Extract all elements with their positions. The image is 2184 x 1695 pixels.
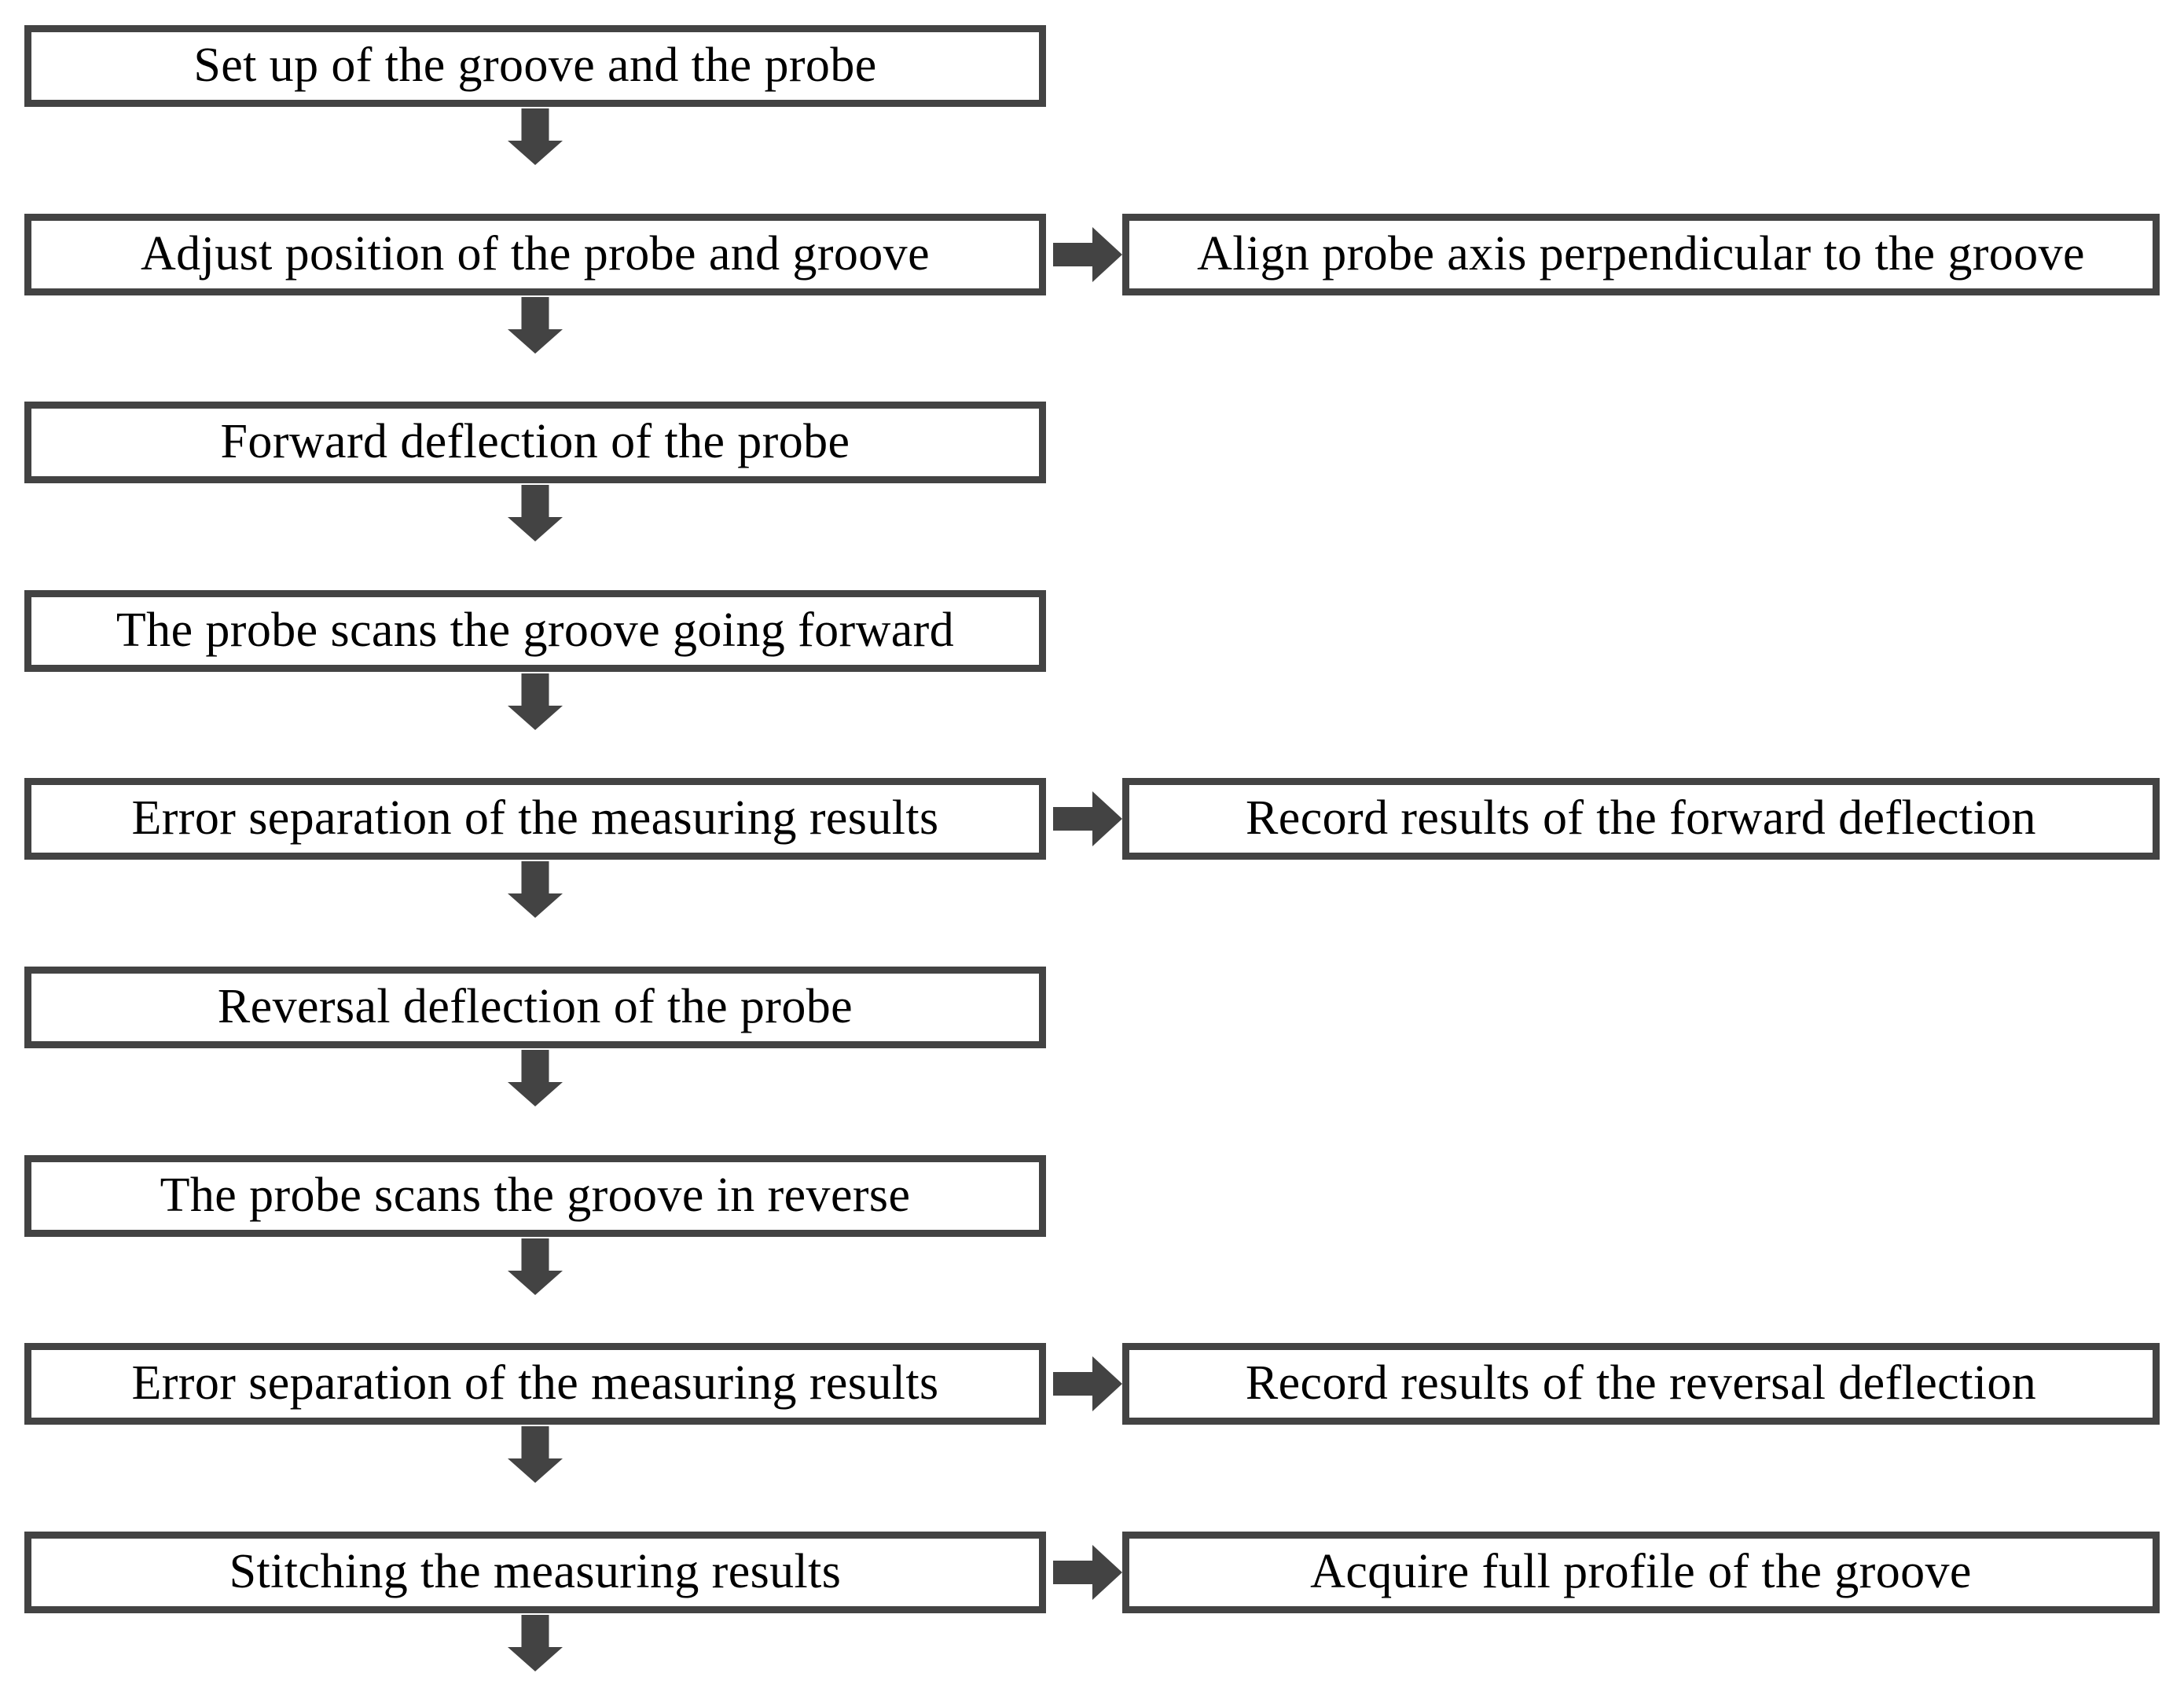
arrow-down-icon	[508, 485, 563, 541]
arrow-down-icon	[508, 1050, 563, 1106]
flow-node-label: Reversal deflection of the probe	[217, 980, 853, 1034]
arrow-down-icon	[508, 1615, 563, 1671]
flow-node-label: Align probe axis perpendicular to the gr…	[1197, 227, 2085, 281]
arrow-right-icon	[1053, 791, 1122, 846]
flow-node-step-8[interactable]: Error separation of the measuring result…	[24, 1343, 1046, 1425]
flow-node-step-5[interactable]: Error separation of the measuring result…	[24, 778, 1046, 860]
flow-node-step-7[interactable]: The probe scans the groove in reverse	[24, 1155, 1046, 1237]
flow-node-label: Adjust position of the probe and groove	[141, 227, 930, 281]
flow-node-step-3[interactable]: Forward deflection of the probe	[24, 402, 1046, 483]
arrow-down-icon	[508, 297, 563, 354]
arrow-down-icon	[508, 1426, 563, 1483]
flow-node-label: Record results of the reversal deflectio…	[1245, 1356, 2037, 1411]
flow-node-step-6[interactable]: Reversal deflection of the probe	[24, 967, 1046, 1048]
flow-node-label: Forward deflection of the probe	[220, 415, 850, 469]
flow-node-side-1[interactable]: Align probe axis perpendicular to the gr…	[1122, 214, 2160, 295]
flow-node-step-2[interactable]: Adjust position of the probe and groove	[24, 214, 1046, 295]
flow-node-label: Acquire full profile of the groove	[1310, 1545, 1972, 1599]
arrow-right-icon	[1053, 227, 1122, 282]
flow-node-step-4[interactable]: The probe scans the groove going forward	[24, 590, 1046, 672]
flow-node-label: The probe scans the groove going forward	[116, 604, 955, 658]
flow-node-step-9[interactable]: Stitching the measuring results	[24, 1532, 1046, 1613]
arrow-down-icon	[508, 108, 563, 165]
arrow-down-icon	[508, 861, 563, 918]
arrow-down-icon	[508, 1238, 563, 1295]
flow-node-label: Stitching the measuring results	[229, 1545, 842, 1599]
flow-node-side-2[interactable]: Record results of the forward deflection	[1122, 778, 2160, 860]
flow-node-side-3[interactable]: Record results of the reversal deflectio…	[1122, 1343, 2160, 1425]
flow-node-label: Set up of the groove and the probe	[193, 39, 877, 93]
flow-node-label: Error separation of the measuring result…	[131, 1356, 939, 1411]
arrow-right-icon	[1053, 1545, 1122, 1600]
flow-node-side-4[interactable]: Acquire full profile of the groove	[1122, 1532, 2160, 1613]
flow-node-label: The probe scans the groove in reverse	[160, 1169, 911, 1223]
flow-node-label: Record results of the forward deflection	[1246, 791, 2036, 846]
arrow-down-icon	[508, 673, 563, 730]
flow-node-label: Error separation of the measuring result…	[131, 791, 939, 846]
flow-node-step-1[interactable]: Set up of the groove and the probe	[24, 25, 1046, 107]
arrow-right-icon	[1053, 1356, 1122, 1411]
